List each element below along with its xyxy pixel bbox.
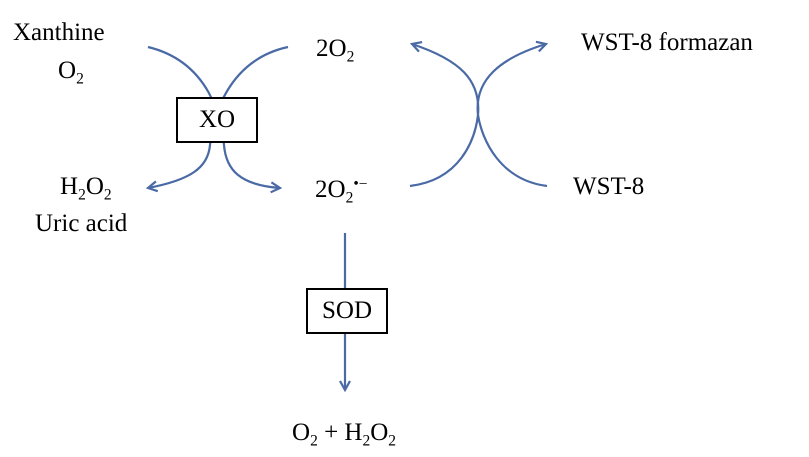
sod-label: SOD xyxy=(321,297,372,324)
two-o2-label: 2O2 xyxy=(316,35,355,66)
xo-label: XO xyxy=(198,106,236,133)
wst8-label: WST-8 xyxy=(573,173,645,200)
h2o2-product-label: H2O2 xyxy=(60,173,112,204)
arrow-wst8-to-formazan xyxy=(476,44,547,188)
o2-reactant-label: O2 xyxy=(58,57,84,88)
sod-product-label: O2 + H2O2 xyxy=(292,419,397,450)
uric-acid-label: Uric acid xyxy=(35,210,128,237)
xanthine-label: Xanthine xyxy=(13,19,105,46)
superoxide-label: 2O2•− xyxy=(315,175,368,207)
sod-enzyme-box: SOD xyxy=(306,288,388,334)
wst8-formazan-label: WST-8 formazan xyxy=(581,29,753,56)
xo-enzyme-box: XO xyxy=(176,97,258,143)
arrow-superoxide-to-o2 xyxy=(410,44,480,188)
